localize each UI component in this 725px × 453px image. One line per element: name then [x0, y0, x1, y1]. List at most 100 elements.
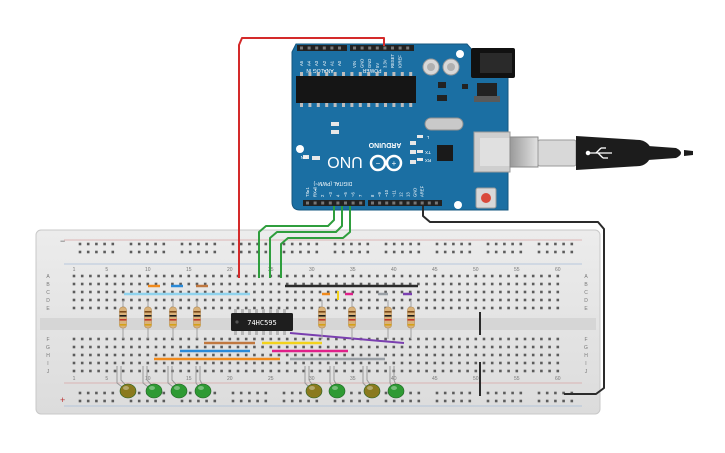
breadboard-hole[interactable]: [376, 274, 379, 278]
breadboard-hole[interactable]: [417, 298, 420, 302]
breadboard-hole[interactable]: [458, 369, 461, 373]
breadboard-hole[interactable]: [261, 298, 264, 302]
breadboard-hole[interactable]: [121, 345, 125, 349]
breadboard-hole[interactable]: [449, 306, 453, 310]
breadboard-hole[interactable]: [162, 353, 166, 357]
breadboard-hole[interactable]: [277, 361, 281, 365]
breadboard-hole[interactable]: [212, 306, 215, 310]
breadboard-hole[interactable]: [154, 345, 158, 349]
breadboard-hole[interactable]: [482, 361, 486, 365]
breadboard-hole[interactable]: [425, 361, 428, 365]
rail-hole[interactable]: [231, 242, 235, 246]
breadboard-hole[interactable]: [441, 306, 445, 310]
rail-hole[interactable]: [503, 391, 506, 395]
rail-hole[interactable]: [511, 391, 514, 395]
breadboard-hole[interactable]: [548, 345, 551, 349]
breadboard-hole[interactable]: [392, 274, 396, 278]
breadboard-hole[interactable]: [449, 282, 453, 286]
breadboard-hole[interactable]: [408, 274, 412, 278]
breadboard-hole[interactable]: [400, 274, 404, 278]
breadboard-hole[interactable]: [72, 298, 76, 302]
rail-hole[interactable]: [435, 391, 439, 395]
rail-hole[interactable]: [417, 399, 421, 403]
rail-hole[interactable]: [103, 250, 106, 254]
breadboard-hole[interactable]: [72, 306, 76, 310]
breadboard-hole[interactable]: [302, 353, 305, 357]
rail-hole[interactable]: [435, 399, 439, 403]
breadboard-hole[interactable]: [367, 353, 371, 357]
rail-hole[interactable]: [452, 242, 455, 246]
breadboard-hole[interactable]: [80, 298, 84, 302]
breadboard-hole[interactable]: [359, 369, 363, 373]
rail-hole[interactable]: [111, 391, 115, 395]
breadboard-hole[interactable]: [458, 337, 461, 341]
breadboard-hole[interactable]: [441, 361, 445, 365]
breadboard-hole[interactable]: [318, 298, 322, 302]
breadboard-hole[interactable]: [499, 306, 502, 310]
breadboard-hole[interactable]: [400, 369, 404, 373]
breadboard-hole[interactable]: [253, 282, 256, 286]
breadboard-hole[interactable]: [359, 298, 363, 302]
breadboard-hole[interactable]: [482, 369, 486, 373]
breadboard-hole[interactable]: [318, 290, 322, 294]
rail-hole[interactable]: [350, 242, 353, 246]
breadboard-hole[interactable]: [220, 298, 223, 302]
breadboard-hole[interactable]: [474, 337, 478, 341]
breadboard-hole[interactable]: [130, 361, 133, 365]
breadboard-hole[interactable]: [343, 353, 346, 357]
rail-hole[interactable]: [188, 391, 192, 395]
rail-hole[interactable]: [213, 242, 217, 246]
rail-hole[interactable]: [409, 391, 412, 395]
breadboard-hole[interactable]: [523, 298, 527, 302]
breadboard-hole[interactable]: [285, 274, 289, 278]
breadboard-hole[interactable]: [261, 290, 264, 294]
breadboard-hole[interactable]: [318, 369, 322, 373]
breadboard-hole[interactable]: [326, 361, 330, 365]
rail-hole[interactable]: [307, 242, 310, 246]
rail-hole[interactable]: [162, 391, 166, 395]
breadboard-hole[interactable]: [441, 274, 445, 278]
rail-hole[interactable]: [468, 391, 472, 395]
breadboard-hole[interactable]: [376, 306, 379, 310]
breadboard-hole[interactable]: [531, 345, 535, 349]
breadboard-hole[interactable]: [162, 274, 166, 278]
rail-hole[interactable]: [494, 250, 498, 254]
breadboard-hole[interactable]: [482, 298, 486, 302]
breadboard-hole[interactable]: [310, 282, 314, 286]
breadboard-hole[interactable]: [195, 345, 199, 349]
breadboard-hole[interactable]: [162, 282, 166, 286]
breadboard-hole[interactable]: [556, 290, 560, 294]
breadboard-hole[interactable]: [171, 353, 174, 357]
breadboard-hole[interactable]: [154, 361, 158, 365]
breadboard-hole[interactable]: [335, 306, 338, 310]
rail-hole[interactable]: [239, 399, 243, 403]
breadboard-hole[interactable]: [269, 290, 273, 294]
breadboard-hole[interactable]: [392, 361, 396, 365]
breadboard-hole[interactable]: [310, 345, 314, 349]
rail-hole[interactable]: [180, 250, 184, 254]
breadboard-hole[interactable]: [285, 282, 289, 286]
breadboard-hole[interactable]: [154, 353, 158, 357]
rail-hole[interactable]: [129, 242, 133, 246]
breadboard-hole[interactable]: [310, 298, 314, 302]
wire-green-2[interactable]: [269, 206, 343, 278]
rail-hole[interactable]: [554, 250, 557, 254]
rail-hole[interactable]: [443, 250, 447, 254]
jumper-wire-purple[interactable]: [289, 332, 405, 344]
breadboard-hole[interactable]: [531, 298, 535, 302]
breadboard-hole[interactable]: [531, 274, 535, 278]
wire-gnd-black[interactable]: [422, 206, 605, 395]
rail-hole[interactable]: [562, 399, 565, 403]
breadboard-hole[interactable]: [285, 361, 289, 365]
rail-hole[interactable]: [307, 399, 310, 403]
breadboard-hole[interactable]: [540, 337, 543, 341]
breadboard-hole[interactable]: [351, 274, 355, 278]
rail-hole[interactable]: [248, 250, 251, 254]
breadboard-hole[interactable]: [482, 306, 486, 310]
breadboard-hole[interactable]: [130, 298, 133, 302]
rail-hole[interactable]: [213, 391, 217, 395]
breadboard-hole[interactable]: [523, 345, 527, 349]
breadboard-hole[interactable]: [376, 361, 379, 365]
breadboard-hole[interactable]: [310, 353, 314, 357]
rail-hole[interactable]: [341, 250, 345, 254]
